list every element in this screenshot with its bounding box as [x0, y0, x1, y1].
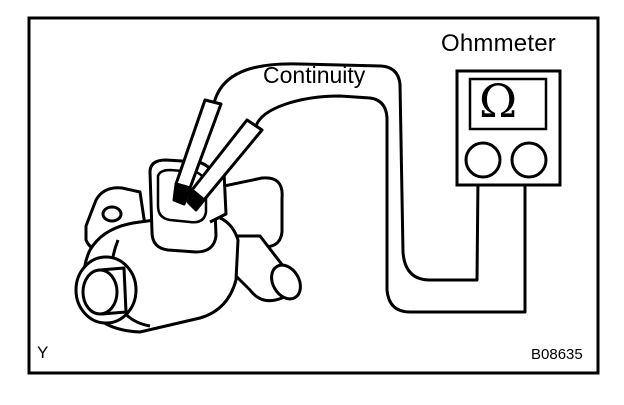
mounting-hole [101, 205, 123, 223]
ohmmeter-icon [455, 69, 562, 187]
ohm-symbol: Ω [479, 74, 518, 128]
valve-end-boss [81, 268, 119, 316]
valve-outlet-opening [270, 263, 302, 301]
corner-mark: Y [37, 343, 49, 362]
test-probe-icon [172, 98, 264, 212]
ohmmeter-terminal-left [464, 141, 502, 179]
ohmmeter-terminal-right [510, 141, 548, 179]
ohmmeter-display [468, 77, 548, 131]
figure-border [27, 16, 600, 375]
lower-probe-lead-wire [254, 94, 527, 314]
upper-probe-lead-wire [212, 62, 480, 282]
solenoid-valve-icon [74, 158, 302, 334]
figure-code: B08635 [531, 346, 583, 363]
continuity-label: Continuity [263, 62, 366, 88]
ohmmeter-label: Ohmmeter [441, 30, 556, 57]
